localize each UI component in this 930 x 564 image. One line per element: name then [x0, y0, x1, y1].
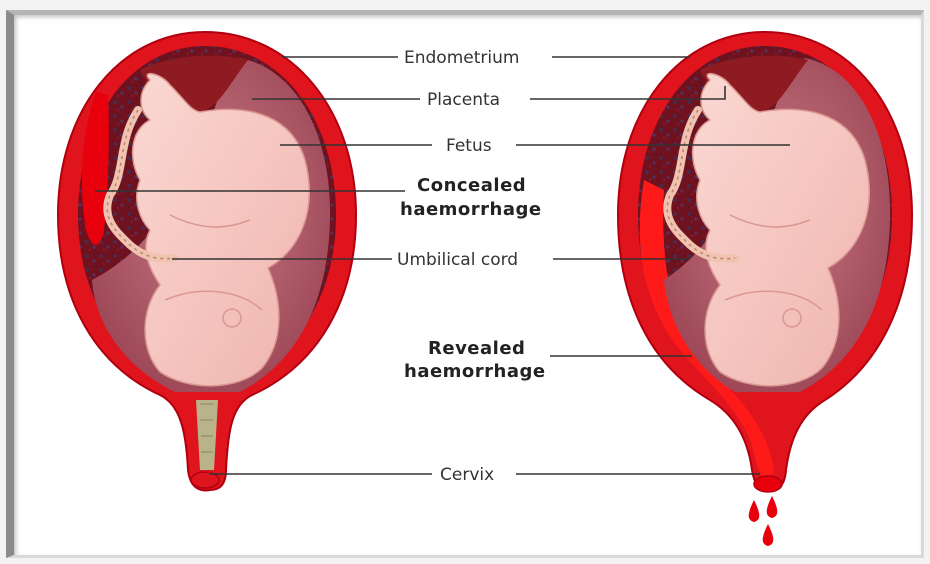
- label-umbilical-cord: Umbilical cord: [397, 250, 518, 270]
- uterus-right: [618, 32, 912, 546]
- label-concealed-line1: Concealed: [417, 175, 526, 196]
- label-concealed-line2: haemorrhage: [400, 199, 542, 220]
- label-revealed-line2: haemorrhage: [404, 361, 546, 382]
- blood-drops: [749, 496, 778, 546]
- label-endometrium: Endometrium: [404, 48, 519, 68]
- label-fetus: Fetus: [446, 136, 492, 156]
- blood-drop-1: [749, 500, 760, 522]
- blood-drop-2: [767, 496, 778, 518]
- cervix-tip-right: [754, 476, 782, 492]
- blood-drop-3: [763, 524, 774, 546]
- labels: Endometrium Placenta Fetus Concealed hae…: [397, 48, 546, 485]
- uterus-left: [58, 32, 356, 490]
- label-cervix: Cervix: [440, 465, 494, 485]
- label-placenta: Placenta: [427, 90, 500, 110]
- label-revealed-line1: Revealed: [428, 338, 525, 359]
